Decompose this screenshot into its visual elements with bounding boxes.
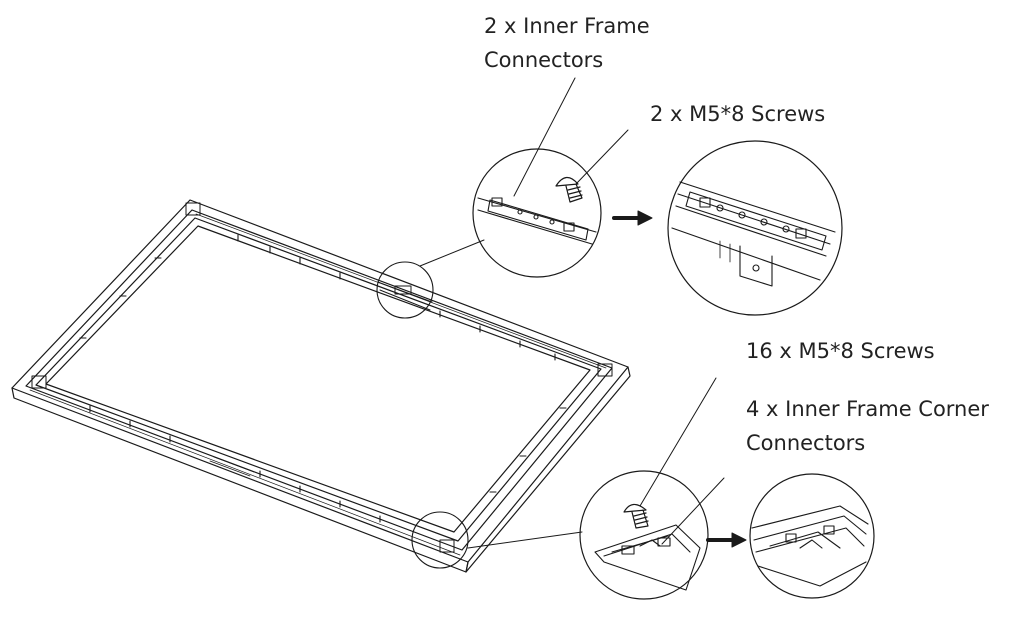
frame-clip-marks	[79, 234, 567, 523]
detail-circle-bottom-after	[749, 473, 875, 599]
screw-icon	[623, 503, 649, 529]
label-screws-top: 2 x M5*8 Screws	[650, 102, 826, 126]
frame-corner-details	[31, 202, 613, 553]
leader-line-top	[419, 239, 485, 267]
leader-screws-top	[575, 129, 629, 185]
leader-corner-connectors	[661, 477, 725, 545]
detail-circle-bottom-source	[411, 511, 469, 569]
leader-line-bottom	[467, 531, 583, 549]
label-screws-bottom: 16 x M5*8 Screws	[746, 339, 935, 363]
leader-screws-bottom	[639, 377, 717, 507]
screen-frame	[11, 199, 631, 573]
top-source-detail	[377, 281, 433, 311]
leader-inner-frame-connectors	[513, 77, 576, 197]
detail-circle-top-after	[667, 140, 843, 316]
assembled-frame-connector	[671, 181, 836, 287]
label-corner-connectors: 4 x Inner Frame Corner Connectors	[746, 397, 989, 455]
detail-circle-bottom-before	[579, 470, 709, 600]
label-inner-frame-connectors: 2 x Inner Frame Connectors	[484, 14, 650, 72]
frame-connector-icon	[477, 197, 597, 245]
corner-connector-icon	[594, 524, 701, 591]
screw-icon	[555, 176, 583, 203]
detail-circle-top-source	[376, 261, 434, 319]
detail-circle-top-before	[472, 148, 602, 278]
assembled-corner-connector	[751, 505, 869, 587]
